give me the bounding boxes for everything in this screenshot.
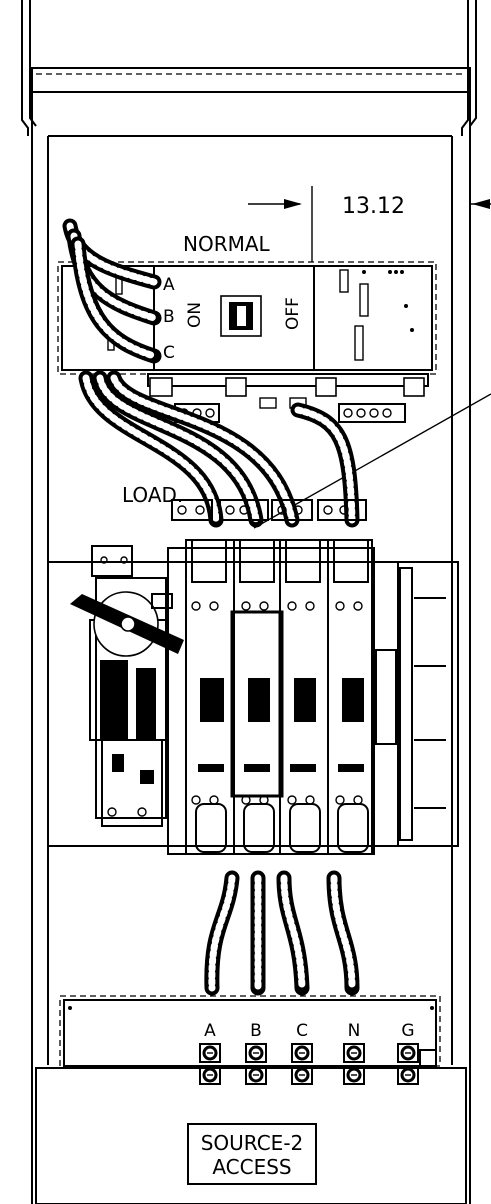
lower-cables (204, 870, 360, 996)
load-terminals: LOAD. (122, 483, 367, 521)
transfer-switch (47, 539, 459, 855)
source-terminal-label: C (296, 1021, 308, 1041)
breaker-on-label: ON (185, 302, 205, 328)
dimension-value: 13.12 (342, 194, 405, 219)
dimension-annotation: 13.12 (248, 186, 491, 529)
source-terminal-lug (199, 1043, 221, 1085)
lifting-brackets (21, 0, 477, 136)
normal-breaker-panel: NORMAL A B C ON OFF (57, 232, 437, 375)
breaker-phase-a: A (163, 275, 175, 295)
breaker-off-label: OFF (283, 297, 303, 330)
access-line-1: SOURCE-2 (201, 1131, 304, 1155)
breaker-phase-c: C (163, 343, 175, 363)
source-terminal-lug (245, 1043, 267, 1085)
breaker-phase-b: B (163, 307, 175, 327)
source-access-label: SOURCE-2 ACCESS (187, 1123, 317, 1185)
source-terminal-label: N (348, 1021, 361, 1041)
source-terminal-lug (397, 1043, 419, 1085)
source-terminal-lug (343, 1043, 365, 1085)
source-terminal-label: B (250, 1021, 262, 1041)
source-terminal-label: G (401, 1021, 414, 1041)
load-label: LOAD. (122, 483, 183, 507)
source-terminal-lug (291, 1043, 313, 1085)
breaker-title: NORMAL (183, 232, 271, 256)
source-terminal-label: A (204, 1021, 216, 1041)
operator-mechanism (70, 545, 184, 827)
upper-cables (62, 218, 360, 528)
access-line-2: ACCESS (212, 1155, 291, 1179)
